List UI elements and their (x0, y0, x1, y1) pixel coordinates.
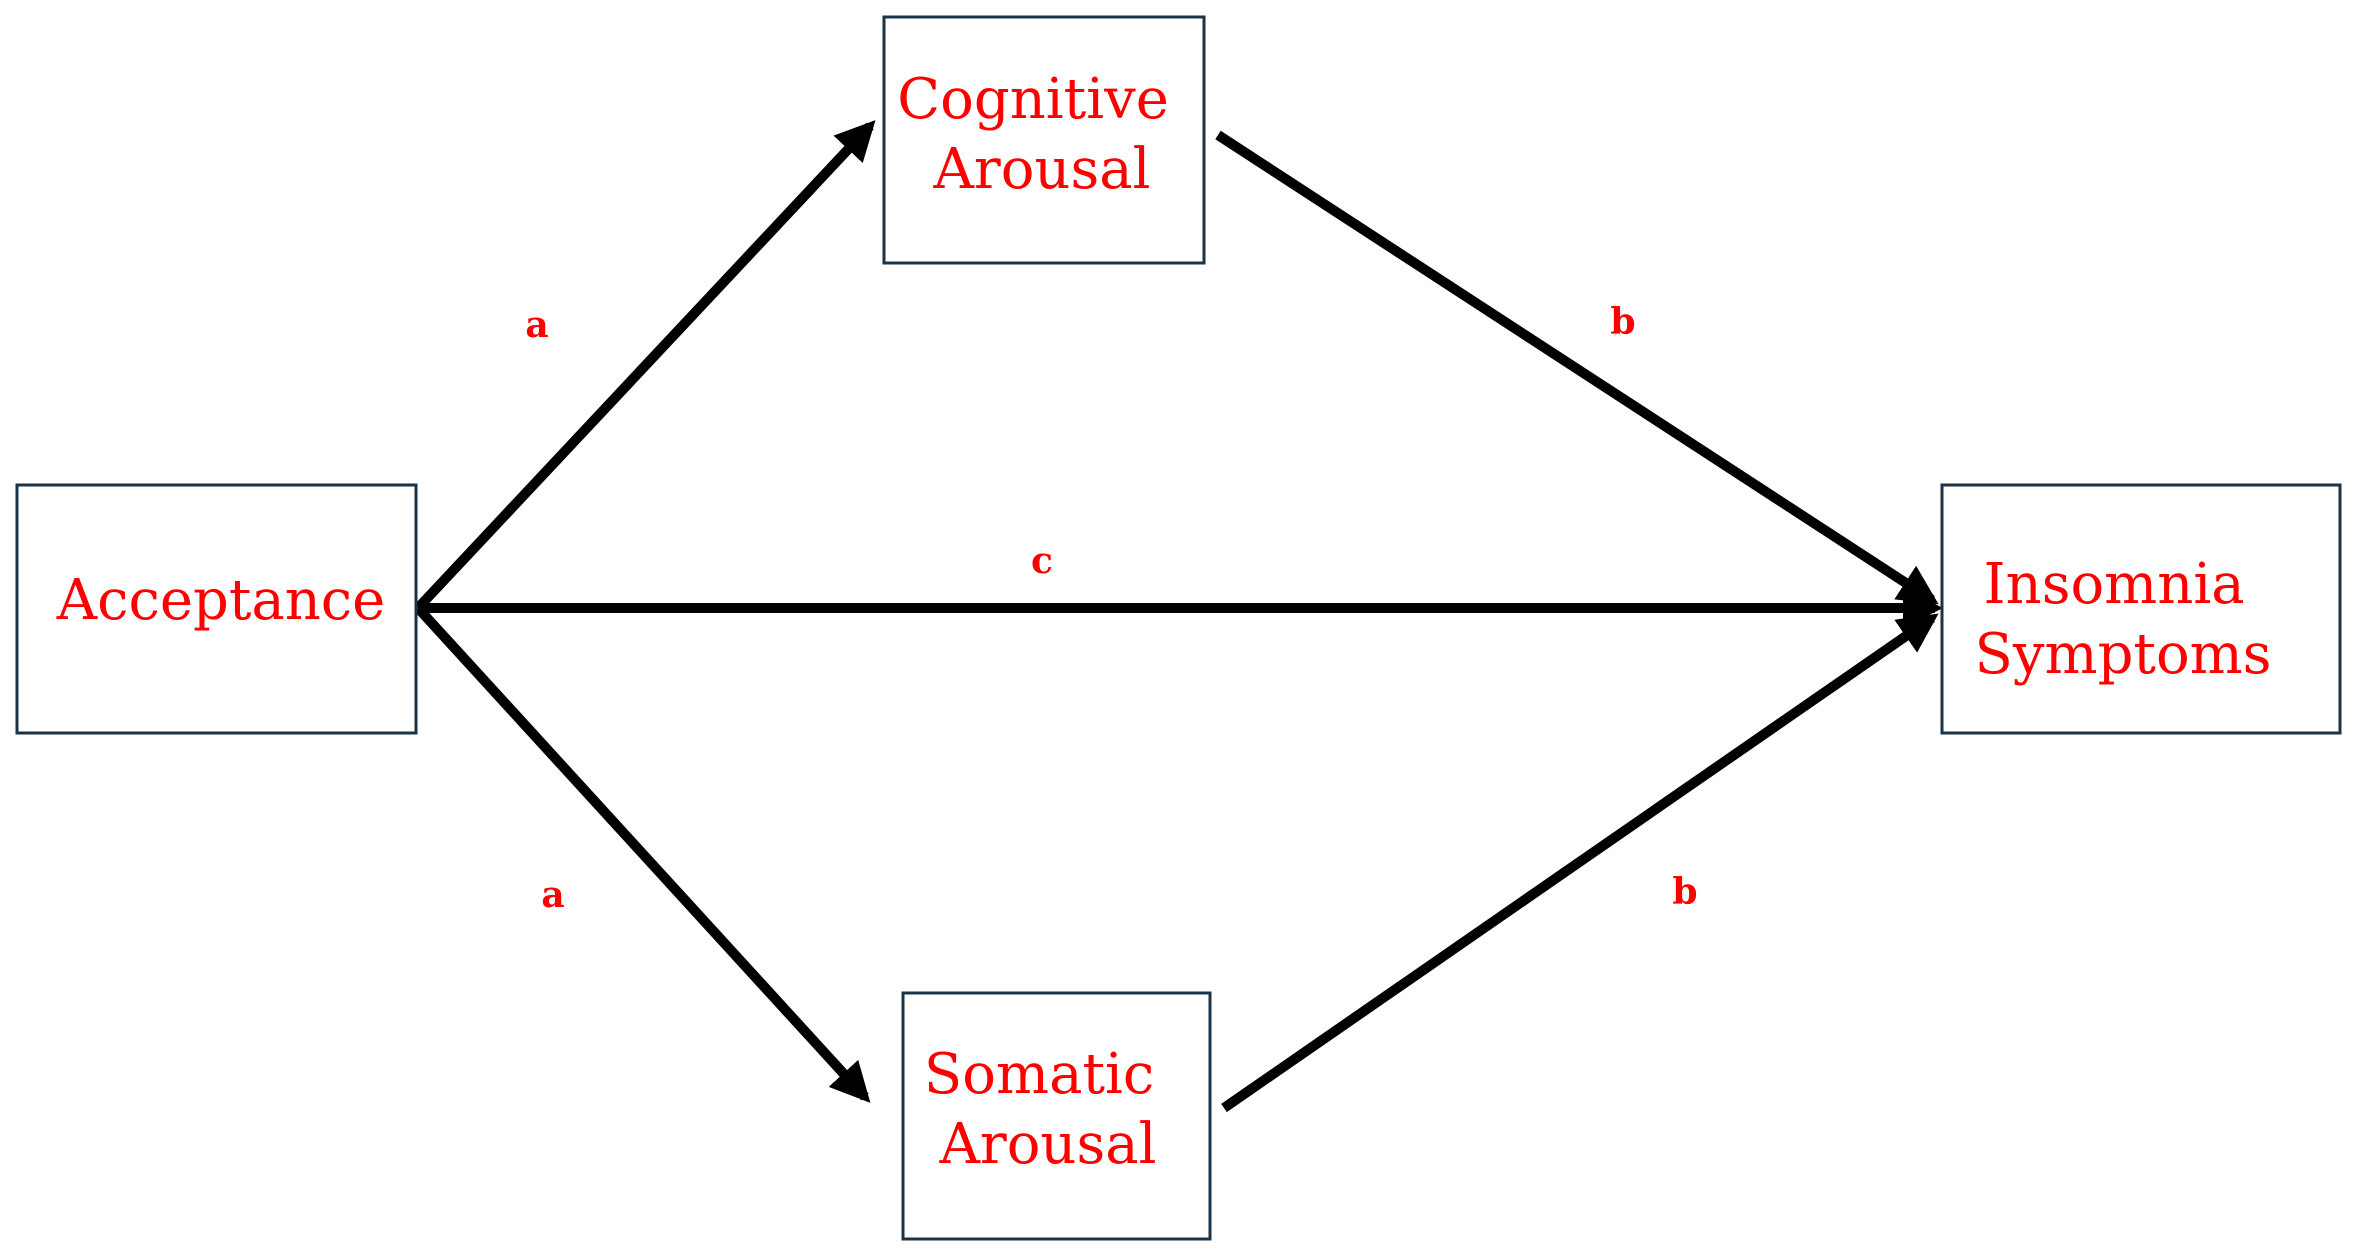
path-label-a-cognitive: a (525, 304, 548, 346)
arrow-somatic-arousal-to-insomnia-symptoms (1221, 613, 1939, 1113)
arrow-acceptance-to-somatic-arousal (414, 604, 871, 1103)
path-label-b-cognitive: b (1610, 301, 1635, 343)
arrow-cognitive-arousal-to-insomnia-symptoms (1215, 130, 1939, 605)
path-label-b-somatic: b (1672, 871, 1697, 913)
path-label-c-direct: c (1031, 540, 1053, 582)
node-cognitive-arousal-label: Cognitive Arousal (897, 67, 1186, 202)
node-insomnia-symptoms-label: Insomnia Symptoms (1974, 552, 2271, 687)
node-somatic-arousal: Somatic Arousal (901, 991, 1212, 1241)
node-acceptance: Acceptance (15, 483, 418, 735)
node-acceptance-label: Acceptance (56, 568, 386, 633)
path-label-a-somatic: a (541, 874, 564, 916)
arrow-acceptance-to-cognitive-arousal (414, 120, 876, 612)
node-somatic-arousal-label: Somatic Arousal (924, 1042, 1172, 1177)
node-cognitive-arousal: Cognitive Arousal (882, 15, 1206, 265)
node-insomnia-symptoms: Insomnia Symptoms (1940, 483, 2342, 735)
